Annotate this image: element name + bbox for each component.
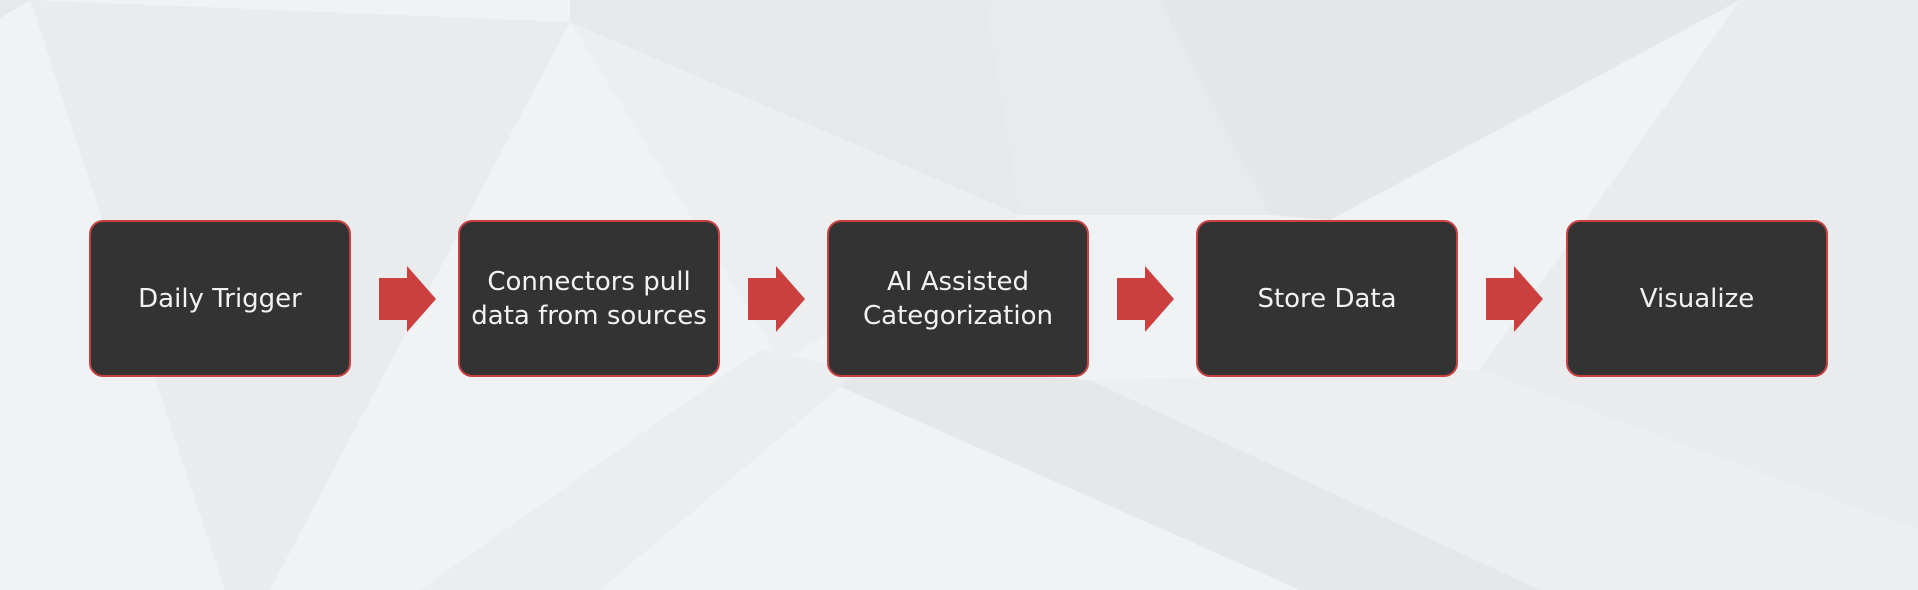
arrow-right-icon [379, 266, 436, 332]
arrow-right-icon [748, 266, 805, 332]
step-label: Visualize [1639, 283, 1755, 314]
arrow-right-icon [1486, 266, 1543, 332]
step-label: Daily Trigger [138, 283, 302, 314]
step-ai-categorization: AI Assisted Categorization [827, 220, 1089, 377]
step-store-data: Store Data [1196, 220, 1458, 377]
arrow-right-icon [1117, 266, 1174, 332]
step-connectors: Connectors pull data from sources [458, 220, 720, 377]
step-daily-trigger: Daily Trigger [89, 220, 351, 377]
step-label: Store Data [1257, 283, 1397, 314]
step-visualize: Visualize [1566, 220, 1828, 377]
step-label: AI Assisted Categorization [863, 266, 1053, 331]
step-label: Connectors pull data from sources [471, 266, 707, 331]
